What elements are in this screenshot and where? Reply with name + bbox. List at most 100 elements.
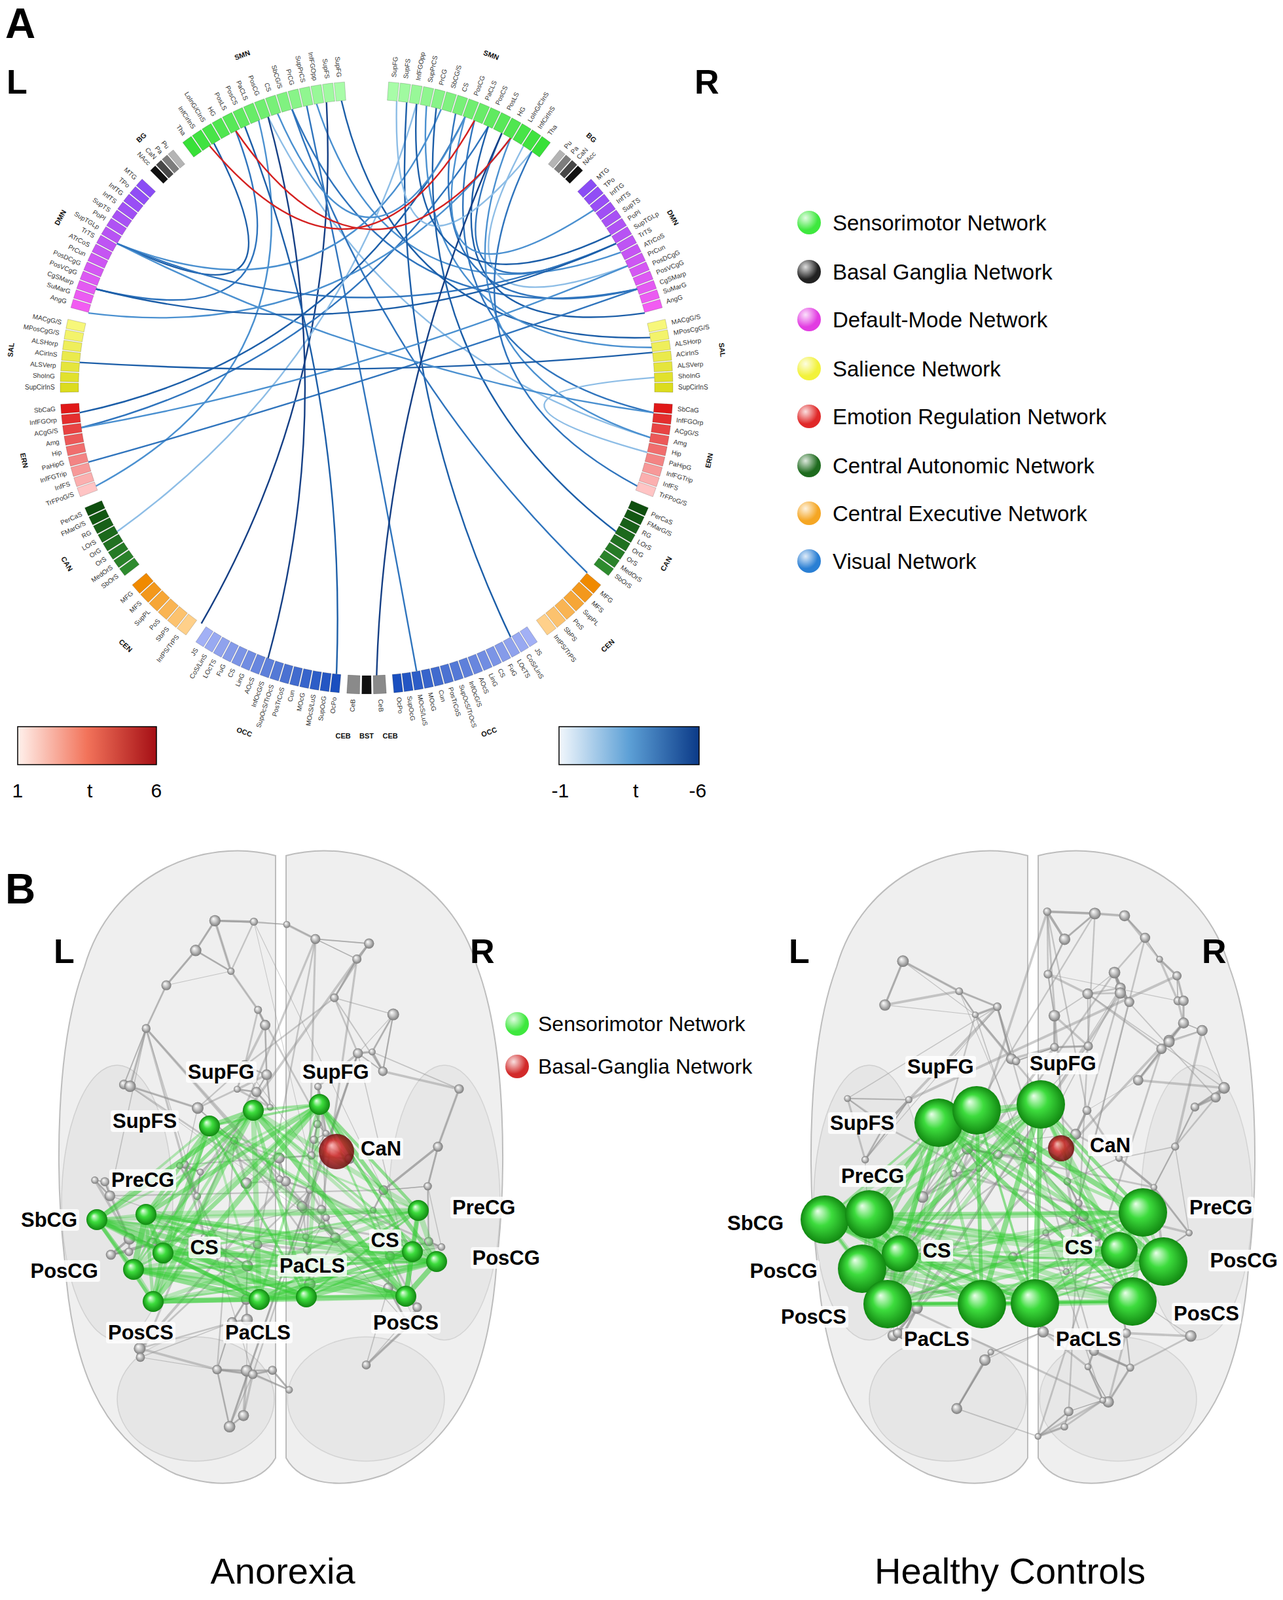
connectivity-chord [117,143,249,275]
grey-connection [1138,1080,1225,1088]
grey-node [106,1249,116,1260]
grey-node [227,967,235,975]
grey-connection [847,1098,910,1100]
region-label: MFS [128,599,143,615]
connectivity-chord [96,120,272,486]
region-cell [61,413,81,425]
colorbar-tick: t [87,780,93,801]
grey-connection [1064,1400,1103,1427]
connectivity-chord [485,138,651,438]
region-cell [653,403,673,414]
region-node-label: PosCG [1208,1249,1280,1272]
green-connection [306,1296,406,1297]
region-label: HG [516,105,527,118]
grey-node [1210,1092,1221,1103]
legend-text: Basal-Ganglia Network [538,1055,753,1077]
grey-node [437,1243,446,1251]
green-connection [319,1104,419,1211]
grey-connection [1064,913,1095,939]
colorbar-positive [17,726,157,765]
grey-node [1172,971,1182,981]
region-cell [150,165,169,184]
basal-ganglia-node [318,1133,355,1170]
region-label: JS [189,646,200,657]
region-label: ShoInG [678,372,701,380]
grey-node [1190,1102,1200,1111]
sensorimotor-node [426,1250,448,1272]
side-marker: R [469,934,495,969]
sensorimotor-node [123,1258,145,1280]
grey-node [879,998,891,1011]
region-label: FuG [505,663,518,678]
grey-connection [902,960,959,992]
region-label: MFG [598,590,615,605]
region-node-label: PosCS [371,1311,441,1334]
grey-connection [885,1004,976,1015]
grey-node [1048,1010,1061,1022]
connectivity-chord [415,104,611,265]
grey-node [1114,987,1126,999]
region-label: Tha [546,124,559,138]
region-label: PosTrCoS [271,686,286,718]
grey-connection [1174,1146,1189,1233]
connectivity-chord [79,352,653,370]
grey-node [1059,933,1071,945]
region-label: Cun [286,689,296,703]
grey-node [251,1086,262,1097]
grey-connection [991,1331,1044,1352]
connectivity-chord [117,243,616,298]
region-cell [361,675,372,694]
grey-connection [957,1359,986,1409]
network-name: SAL [717,342,726,358]
grey-connection [1038,1426,1065,1437]
grey-node [253,1005,262,1014]
network-name: SAL [6,342,16,358]
grey-connection [140,1356,217,1370]
region-cell [649,329,669,343]
network-name: BG [134,130,148,144]
grey-node [161,979,171,990]
grey-node [1126,1363,1135,1372]
grey-connection [166,971,232,986]
region-cell [333,81,346,101]
connectivity-chord [451,117,594,255]
grey-node [1034,1432,1042,1440]
panel-letter: A [5,2,36,45]
region-label: PaCLS [483,79,498,102]
grey-node [1082,1105,1092,1115]
region-label: MFG [119,590,135,605]
region-label: ACirInS [676,349,700,359]
region-label: CeB [377,698,385,712]
grey-node [843,1095,851,1103]
grey-connection [1068,1400,1103,1412]
network-name: ERN [704,452,715,469]
grey-node [233,1085,241,1094]
grey-connection [334,997,383,1071]
region-node-label: CS [369,1229,402,1251]
grey-connection [315,938,370,944]
network-name: DMN [53,208,68,227]
grey-node [283,921,291,929]
region-cell [60,371,79,382]
grey-node [1123,996,1134,1007]
group-title: Anorexia [210,1552,356,1590]
grey-connection [1154,1146,1175,1187]
region-label: PoS [572,617,586,632]
grey-node [189,944,201,956]
grey-node [314,1082,322,1090]
region-label: AngG [665,293,683,306]
sensorimotor-node [86,1209,108,1230]
side-marker: L [53,934,75,969]
legend-sphere [797,453,821,478]
region-cell [411,670,424,690]
grey-node [951,1402,963,1414]
sensorimotor-node [152,1242,174,1264]
network-name: CEB [335,732,351,740]
region-label: ShoInG [32,372,55,380]
region-label: PosCG [247,74,262,97]
connectivity-chord [96,243,617,315]
grey-connection [957,1352,992,1409]
grey-node [1196,1025,1208,1037]
grey-node [1011,1057,1021,1066]
grey-connection [1125,1332,1130,1368]
